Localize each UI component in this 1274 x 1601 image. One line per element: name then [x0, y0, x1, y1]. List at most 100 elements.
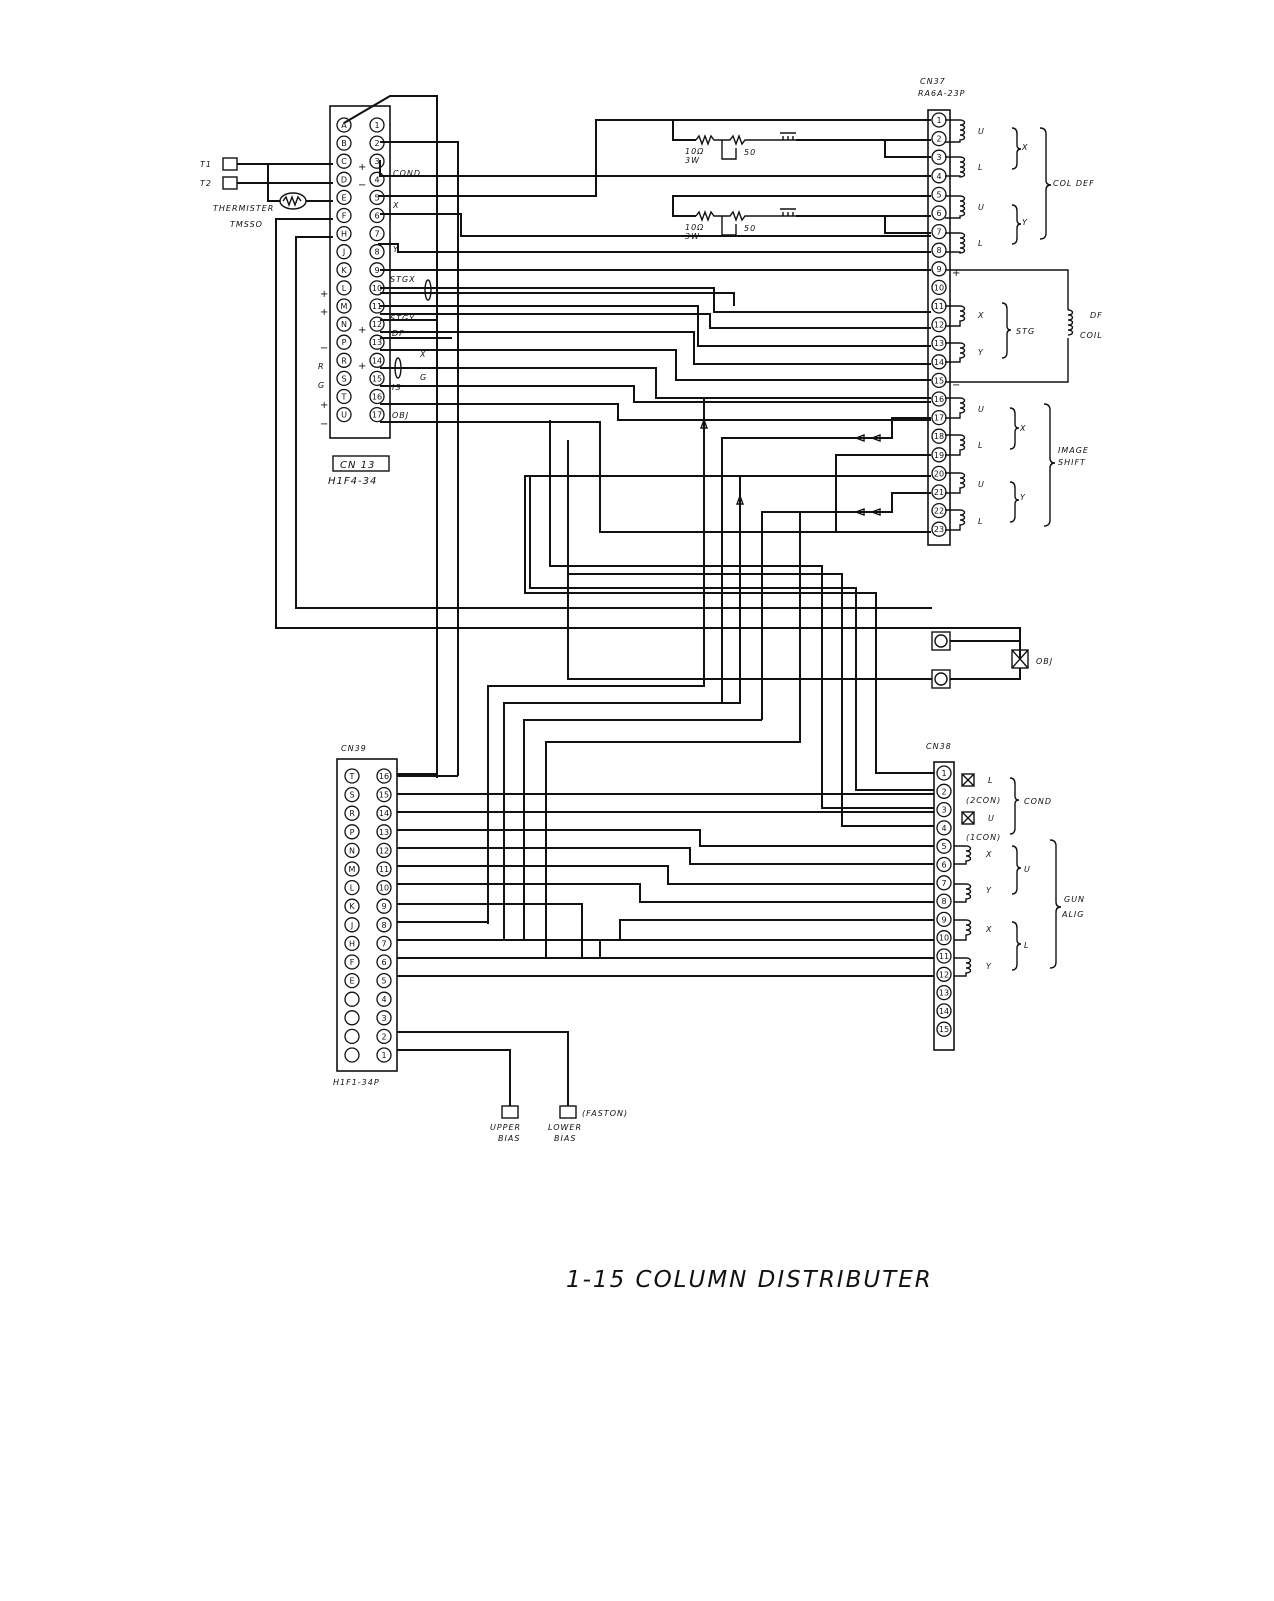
cn39-pin-left-P-label: P — [350, 828, 355, 837]
cn37-pin-22: 22 — [931, 502, 947, 519]
x-label-is: X — [419, 350, 426, 359]
cn38-pin-5: 5 — [936, 838, 952, 854]
obj-label: OBJ — [392, 411, 409, 420]
cond-plus-sign: + — [358, 162, 367, 173]
cn37-pin-11-label: 11 — [934, 302, 944, 311]
cn13-pin-E: E — [336, 189, 352, 206]
cn39-pin-left-M-label: M — [349, 865, 356, 874]
cn39-pin-left-T-label: T — [349, 772, 355, 781]
cn13-pin-H-label: H — [341, 230, 347, 239]
cn13-pin-6-label: 6 — [374, 212, 379, 221]
cn38-pin-3: 3 — [936, 801, 952, 818]
cn39-pin-left-blank-14 — [344, 1028, 360, 1045]
cn38-pin-15-label: 15 — [939, 1025, 949, 1034]
lower-bias-label-2: BIAS — [554, 1134, 576, 1143]
watt1-label: 3W — [685, 156, 700, 165]
cn37-pin-6-label: 6 — [936, 209, 941, 218]
cn39-pin-left-H-label: H — [349, 939, 355, 948]
cn39-pin-14: 14 — [376, 805, 392, 821]
cn38-pin-2: 2 — [936, 783, 952, 799]
cn38-pin-15: 15 — [936, 1021, 952, 1037]
t2-terminal — [222, 176, 238, 190]
pot2-label: 50 — [744, 224, 756, 233]
col-def-l2: L — [978, 239, 983, 248]
cn13-pin-11: 11 — [369, 298, 385, 314]
cn39-pin-10: 10 — [376, 879, 392, 896]
cn37-pin-13: 13 — [931, 335, 947, 351]
cn13-pin-N-label: N — [341, 320, 347, 329]
cn37-pin-11: 11 — [931, 298, 947, 314]
cond-minus-sign: − — [358, 180, 367, 191]
cn39-pin-1: 1 — [376, 1047, 392, 1063]
x-label-cn13: X — [392, 201, 399, 210]
cn38-pin-4: 4 — [936, 820, 952, 836]
cn37-pin-17: 17 — [931, 409, 947, 426]
obj-terminals — [567, 476, 1029, 689]
t1-terminal — [222, 157, 238, 171]
cn38-pin-12: 12 — [936, 966, 952, 982]
cn13-pin-2-label: 2 — [374, 139, 379, 148]
cn13-pin-N: N — [336, 316, 352, 332]
cond-label: COND — [393, 169, 421, 178]
cn13-label-box — [332, 455, 390, 472]
cn13-pin-D: D — [336, 171, 352, 187]
cn37-pin-13-label: 13 — [934, 339, 944, 348]
cn39-pin-3-label: 3 — [381, 1014, 386, 1023]
cn37-pin-14-label: 14 — [934, 358, 944, 367]
r-label: R — [318, 362, 325, 371]
plus-m: + — [320, 307, 329, 318]
is-l1: L — [978, 441, 983, 450]
cn39-pin-13: 13 — [376, 824, 392, 840]
cn37-pin-1: 1 — [931, 112, 947, 128]
cn13-pin-1-label: 1 — [374, 121, 379, 130]
cn13-pin-R-label: R — [341, 356, 347, 365]
cn13-pin-L-label: L — [342, 284, 347, 293]
plus-t: + — [320, 400, 329, 411]
cn37-pin-16: 16 — [931, 391, 947, 407]
cn39-pin-12: 12 — [376, 842, 392, 859]
cn13-pin-15-label: 15 — [372, 374, 382, 383]
stgx-label: STGX — [390, 275, 416, 284]
cn37-pin-5: 5 — [931, 186, 947, 203]
is-y: Y — [1020, 493, 1026, 502]
cn39-pin-left-L: L — [344, 879, 360, 896]
cn39-pin-left-blank-12 — [344, 991, 360, 1007]
cn13-pin-8: 8 — [369, 244, 385, 260]
cn39-pin-left-J: J — [344, 917, 360, 933]
is-l2: L — [978, 517, 983, 526]
cn37-pin-1-label: 1 — [936, 116, 941, 125]
cn13-pin-6: 6 — [369, 207, 385, 224]
cn13-pin-U-label: U — [341, 411, 347, 420]
cn38-pin-13-label: 13 — [939, 989, 949, 998]
cn37-pin-10-label: 10 — [934, 283, 944, 292]
df-coil-loop — [945, 269, 1074, 383]
cn13-pin-14-label: 14 — [372, 356, 382, 365]
g-label: G — [318, 381, 325, 390]
col-def-x: X — [1021, 143, 1028, 152]
col-def-u1: U — [978, 127, 985, 136]
cn39-pin-left-R: R — [344, 805, 360, 821]
df-minus-label: − — [952, 380, 961, 391]
upper-bias-label-1: UPPER — [490, 1123, 521, 1132]
cn13-pin-F: F — [336, 207, 352, 224]
cn38-pin-12-label: 12 — [939, 970, 949, 979]
cn39-pin-8: 8 — [376, 917, 392, 933]
image-shift-brace — [1043, 403, 1056, 527]
cn37-pin-3: 3 — [931, 149, 947, 165]
cn37-pin-8: 8 — [931, 242, 947, 258]
resistor2-label: 10Ω — [685, 223, 704, 232]
cn39-pin-2: 2 — [376, 1028, 392, 1045]
obj-coil-label: OBJ — [1036, 657, 1053, 666]
cn39-pin-8-label: 8 — [381, 921, 386, 930]
cn38-2con-label: (2CON) — [966, 796, 1001, 805]
cn37-pin-19: 19 — [931, 447, 947, 463]
cn37-pin-9: 9 — [931, 261, 947, 277]
cn39-pin-1-label: 1 — [381, 1051, 386, 1060]
cn39-pin-left-F: F — [344, 954, 360, 970]
cn39-pin-11-label: 11 — [379, 865, 389, 874]
cn39-pin-4: 4 — [376, 991, 392, 1007]
cn13-connector: ABCDEFHJKLMNPRSTU12345678910111213141516… — [329, 105, 391, 439]
cn37-pin-12: 12 — [931, 316, 947, 333]
thermister-label: THERMISTER — [213, 204, 274, 213]
cn13-pin-J: J — [336, 244, 352, 260]
